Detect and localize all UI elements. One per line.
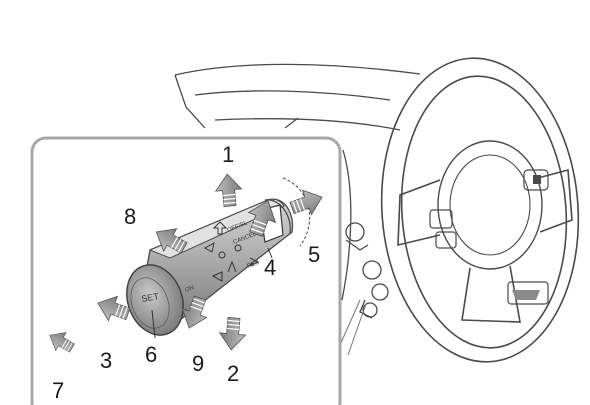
callout-3: 3	[100, 348, 112, 373]
callout-5: 5	[308, 242, 320, 267]
label-set: SET	[141, 291, 160, 304]
callout-9: 9	[192, 351, 204, 376]
steering-switch-left	[429, 209, 453, 229]
leader-4	[267, 247, 273, 259]
label-res: RES	[247, 260, 261, 270]
callout-1: 1	[222, 142, 234, 167]
leader-6	[151, 309, 156, 339]
callout-8: 8	[124, 204, 136, 229]
steering-wheel	[380, 57, 580, 363]
callout-6: 6	[145, 342, 157, 367]
callout-4: 4	[264, 255, 276, 280]
label-on: ON	[185, 285, 196, 294]
lower-panel	[507, 281, 549, 305]
steering-column	[339, 222, 389, 356]
steering-switch-right	[523, 169, 549, 191]
callout-7: 7	[52, 378, 64, 403]
callout-2: 2	[227, 361, 239, 386]
wheel-hub	[437, 140, 543, 270]
